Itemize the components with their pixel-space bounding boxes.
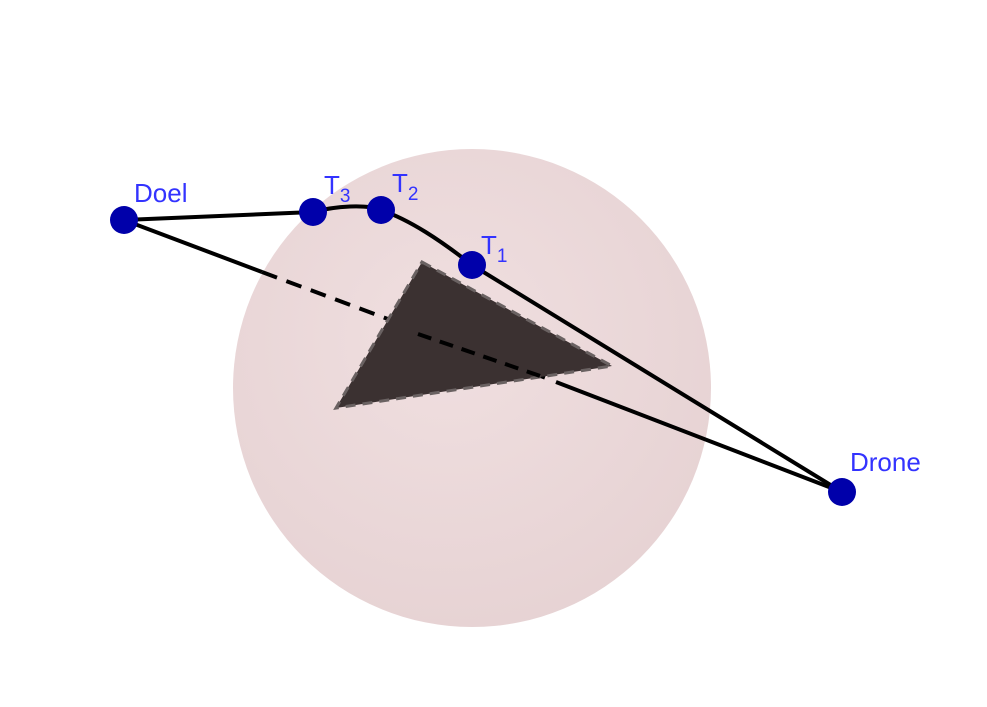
label-t1: T1 xyxy=(481,230,507,267)
label-drone: Drone xyxy=(850,447,921,477)
label-t1-main: T xyxy=(481,230,497,260)
point-t3[interactable] xyxy=(299,198,327,226)
point-t1[interactable] xyxy=(458,251,486,279)
label-t3-sub: 3 xyxy=(340,186,351,207)
label-t3: T3 xyxy=(324,170,350,207)
straight-line-doel-segment xyxy=(123,218,263,274)
point-t2[interactable] xyxy=(367,196,395,224)
label-t2-main: T xyxy=(392,168,408,198)
label-t3-main: T xyxy=(324,170,340,200)
straight-line-drone-segment xyxy=(555,380,843,494)
label-t2-sub: 2 xyxy=(408,184,419,205)
label-t2: T2 xyxy=(392,168,418,205)
point-doel[interactable] xyxy=(110,206,138,234)
triangle-obstacle xyxy=(333,259,617,410)
label-t1-sub: 1 xyxy=(497,246,508,267)
point-drone[interactable] xyxy=(828,478,856,506)
label-doel: Doel xyxy=(134,178,187,208)
